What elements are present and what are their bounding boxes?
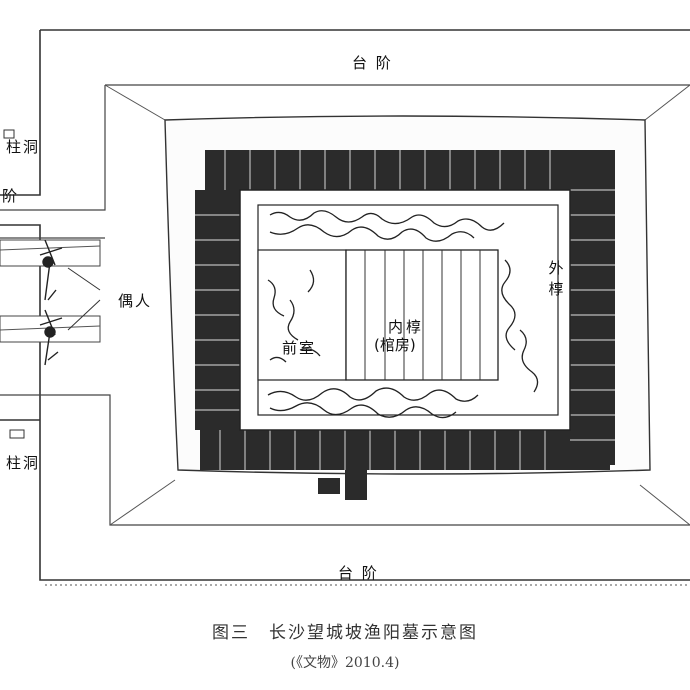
block-1 (318, 478, 340, 494)
timber-row-bottom (200, 430, 610, 470)
ramp (0, 239, 101, 366)
figurine-top (39, 239, 63, 301)
block-2 (345, 470, 367, 500)
outer-coffin-label-2: 椁 (548, 280, 564, 298)
figure-source: (《文物》2010.4) (290, 655, 400, 671)
step-bevel-lines (104, 84, 690, 526)
step-bottom-label: 台 阶 (338, 564, 379, 582)
pillar-hole-top-label: 柱洞 (6, 138, 41, 156)
figurine-pointer-lines (67, 267, 101, 331)
step-left-partial-label: 阶 (2, 187, 20, 205)
artifacts-scatter (267, 210, 539, 419)
timber-row-top (205, 150, 615, 190)
step-outline-lower (0, 394, 690, 526)
timber-col-left (195, 190, 240, 430)
step-outline (0, 84, 690, 239)
inner-coffin-label-1: 内 (388, 318, 404, 336)
outer-coffin-timbers (195, 150, 615, 470)
pillar-hole-top (3, 129, 15, 139)
pillar-hole-bottom-label: 柱洞 (6, 454, 41, 472)
pillar-hole-bottom (9, 429, 25, 439)
outer-coffin-label-1: 外 (548, 259, 564, 277)
inner-coffin-box (345, 249, 499, 381)
front-room (257, 249, 347, 381)
outer-pit-outline (0, 29, 690, 581)
inner-coffin-label-3: (棺房) (374, 336, 416, 354)
front-room-label: 前室 (282, 339, 317, 357)
inner-coffin (345, 249, 499, 381)
figurines-label: 偶人 (118, 292, 153, 310)
timber-grain (195, 150, 615, 470)
figurine-bottom (39, 309, 63, 366)
tomb-plan-diagram: 台 阶 台 阶 柱洞 柱洞 阶 偶人 前室 内 椁 (棺房) 外 椁 (0, 29, 690, 586)
figure-caption: 图三 长沙望城坡渔阳墓示意图 (212, 623, 478, 643)
tomb-plan-svg (0, 29, 690, 586)
step-top-label: 台 阶 (352, 54, 393, 72)
inner-coffin-label-2: 椁 (406, 318, 422, 336)
